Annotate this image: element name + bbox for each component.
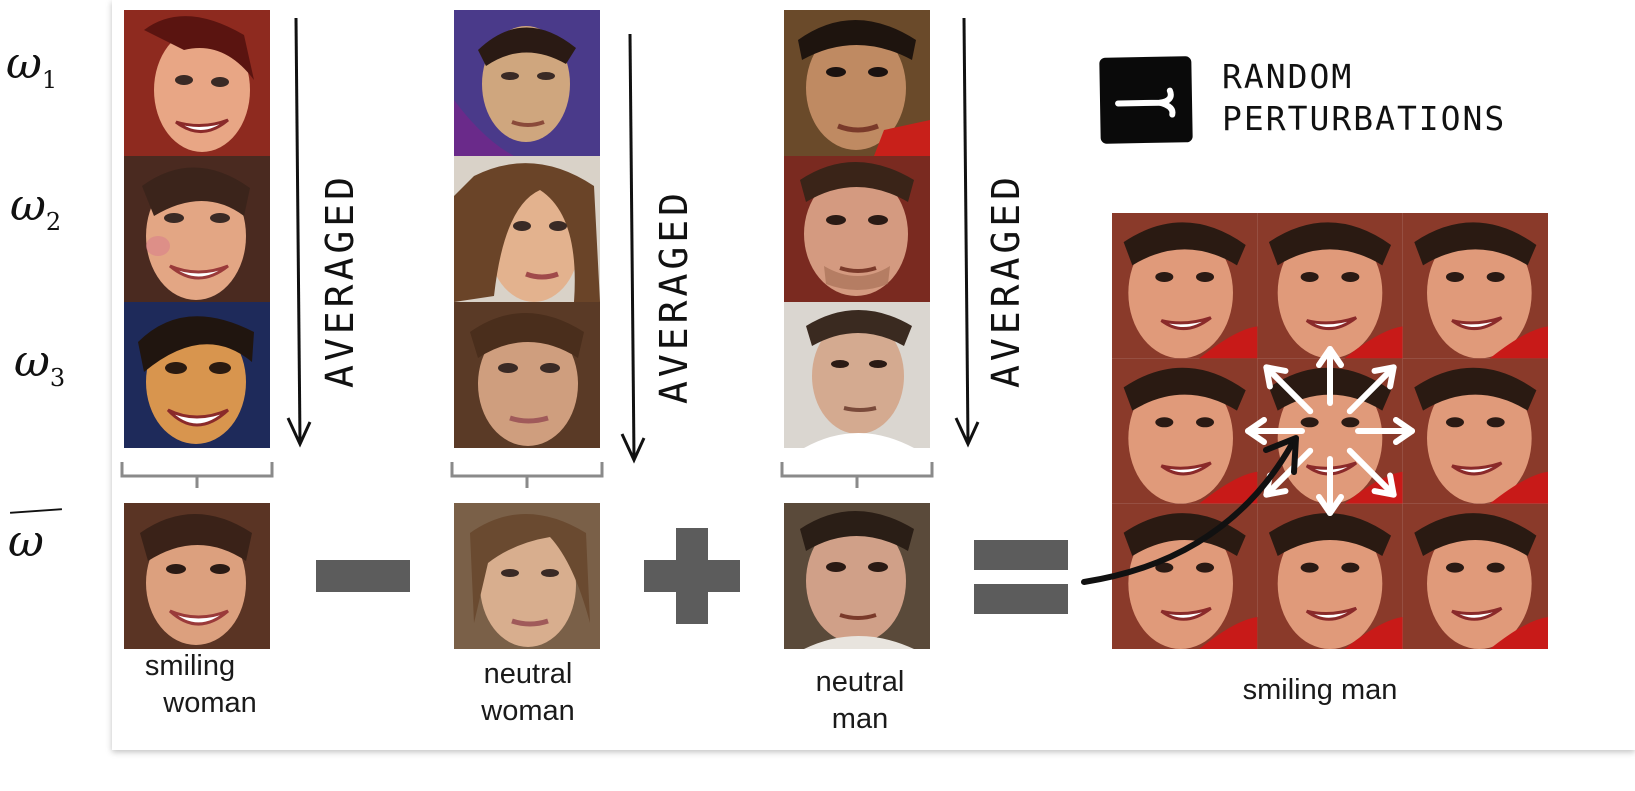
row-label-w2: ω2	[10, 180, 62, 236]
result-grid	[1112, 213, 1548, 649]
equals-operator	[974, 540, 1068, 614]
face-neutral-man-1	[784, 10, 930, 156]
face-neutral-man-3	[784, 302, 930, 448]
row-label-w3: ω3	[14, 336, 66, 392]
perturbation-arrow	[1263, 364, 1314, 415]
face-neutral-woman-3	[454, 302, 600, 448]
face-neutral-man-2	[784, 156, 930, 302]
face-neutral-woman-2	[454, 156, 600, 302]
face-smiling-woman-2	[124, 156, 270, 302]
arrow-icon	[1115, 87, 1176, 118]
averaged-label-2: AVERAGED	[652, 188, 696, 404]
perturbed-face	[1112, 503, 1258, 649]
plus-operator	[644, 528, 740, 624]
perturbed-face	[1402, 213, 1548, 359]
bracket-1	[120, 462, 274, 488]
curved-arrow	[1081, 435, 1299, 585]
minus-operator	[316, 560, 410, 592]
row-label-mean: ω	[4, 508, 64, 567]
bracket-3	[780, 462, 934, 488]
legend-label: RANDOM PERTURBATIONS	[1222, 57, 1507, 138]
perturbation-arrow	[1245, 417, 1305, 445]
face-neutral-woman-1	[454, 10, 600, 156]
averaged-label-3: AVERAGED	[984, 172, 1028, 388]
perturbation-arrow	[1316, 346, 1344, 406]
averaged-label-1: AVERAGED	[318, 172, 362, 388]
perturbation-arrow	[1346, 364, 1397, 415]
perturbed-face	[1402, 358, 1548, 504]
perturbed-face	[1112, 213, 1258, 359]
legend-arrow-box	[1099, 56, 1193, 144]
perturbed-face	[1402, 503, 1548, 649]
averaged-arrow-1	[286, 17, 312, 448]
bracket-2	[450, 462, 604, 488]
face-smiling-woman-1	[124, 10, 270, 156]
perturbed-face	[1112, 358, 1258, 504]
averaged-arrow-3	[954, 17, 980, 448]
face-mean-neutral-man	[784, 503, 930, 649]
perturbation-arrow	[1316, 456, 1344, 516]
row-label-w1: ω1	[6, 38, 58, 94]
face-mean-neutral-woman	[454, 503, 600, 649]
perturbed-face	[1257, 503, 1403, 649]
perturbation-arrow	[1346, 447, 1397, 498]
caption-smiling-man: smiling man	[1242, 674, 1398, 706]
averaged-arrow-2	[620, 33, 646, 464]
perturbation-arrow	[1355, 417, 1415, 445]
face-smiling-woman-3	[124, 302, 270, 448]
perturbed-face	[1257, 213, 1403, 359]
face-mean-smiling-woman	[124, 503, 270, 649]
